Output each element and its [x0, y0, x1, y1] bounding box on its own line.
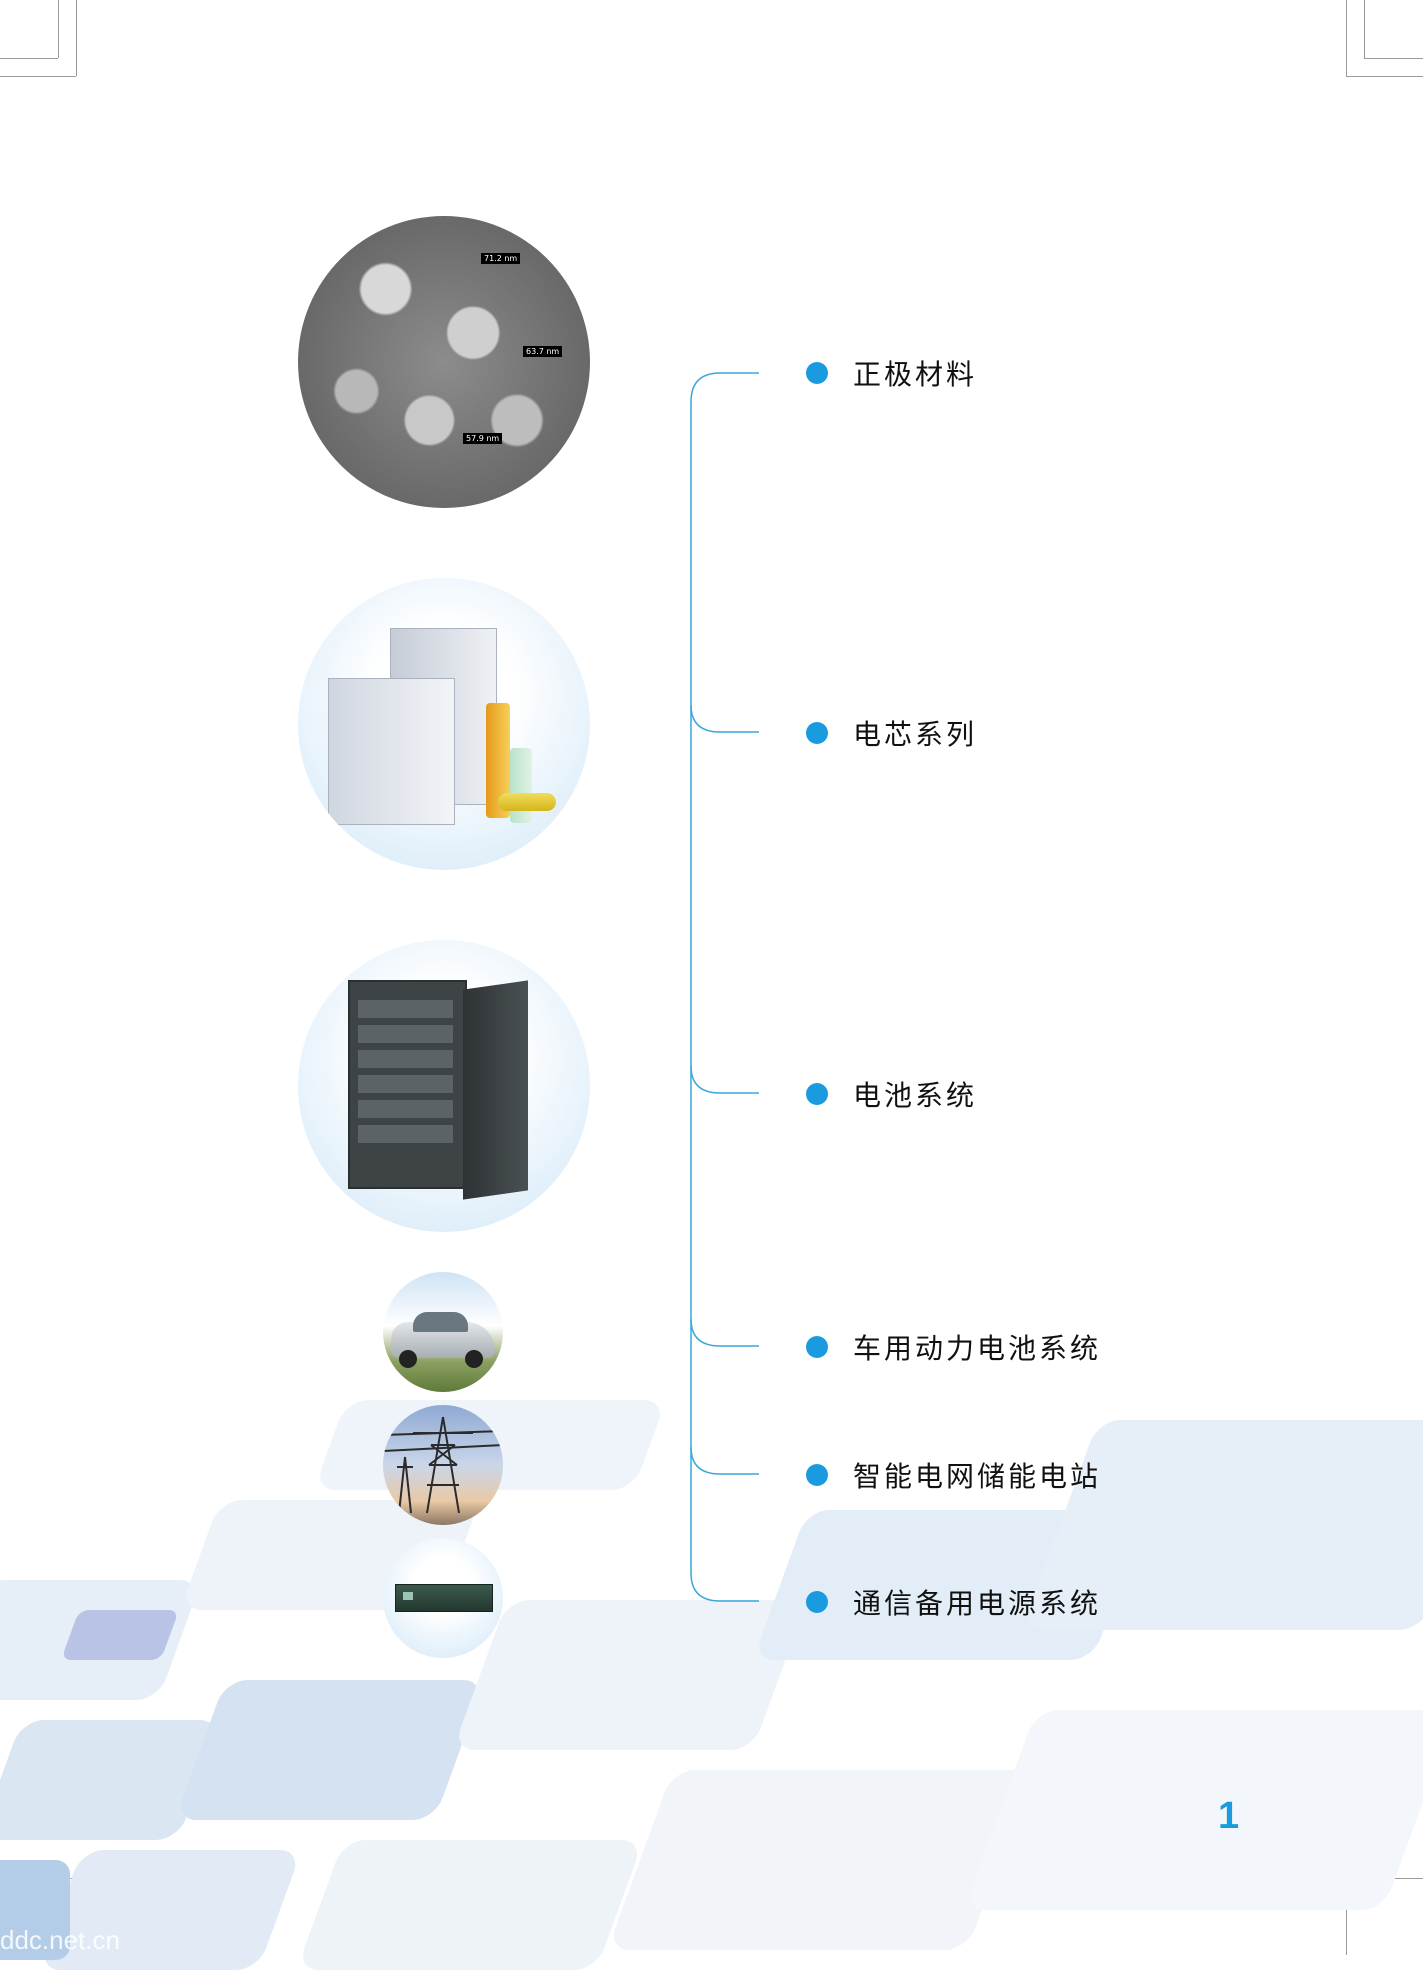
list-item-cell-series: 电芯系列	[806, 713, 977, 753]
battery-system-cabinet-image	[298, 940, 590, 1232]
list-item-battery-system: 电池系统	[806, 1074, 977, 1114]
bullet-dot-icon	[806, 722, 828, 744]
background-tiles	[0, 1380, 1423, 1970]
list-item-vehicle-power-battery: 车用动力电池系统	[806, 1327, 1101, 1367]
bullet-dot-icon	[806, 1336, 828, 1358]
list-item-label: 车用动力电池系统	[853, 1332, 1102, 1365]
bullet-dot-icon	[806, 1464, 828, 1486]
list-item-label: 通信备用电源系统	[853, 1587, 1102, 1620]
list-item-label: 电芯系列	[853, 718, 978, 751]
list-item-telecom-backup-power: 通信备用电源系统	[806, 1582, 1101, 1622]
list-item-smart-grid-storage: 智能电网储能电站	[806, 1455, 1101, 1495]
watermark: ddc.net.cn	[0, 1925, 120, 1955]
list-item-cathode-material: 正极材料	[806, 353, 977, 393]
bullet-dot-icon	[806, 1591, 828, 1613]
bullet-dot-icon	[806, 362, 828, 384]
bullet-dot-icon	[806, 1083, 828, 1105]
cathode-material-image: 71.2 nm 63.7 nm 57.9 nm	[298, 216, 590, 508]
battery-cells-image	[298, 578, 590, 870]
sem-label-1: 71.2 nm	[481, 253, 521, 264]
list-item-label: 正极材料	[853, 358, 978, 391]
electric-car-image	[383, 1272, 503, 1392]
telecom-backup-power-image	[383, 1538, 503, 1658]
list-item-label: 电池系统	[853, 1079, 978, 1112]
sem-label-3: 57.9 nm	[463, 433, 503, 444]
sem-label-2: 63.7 nm	[523, 346, 563, 357]
page-number: 1	[1218, 1795, 1240, 1837]
list-item-label: 智能电网储能电站	[853, 1460, 1102, 1493]
power-grid-tower-image	[383, 1405, 503, 1525]
